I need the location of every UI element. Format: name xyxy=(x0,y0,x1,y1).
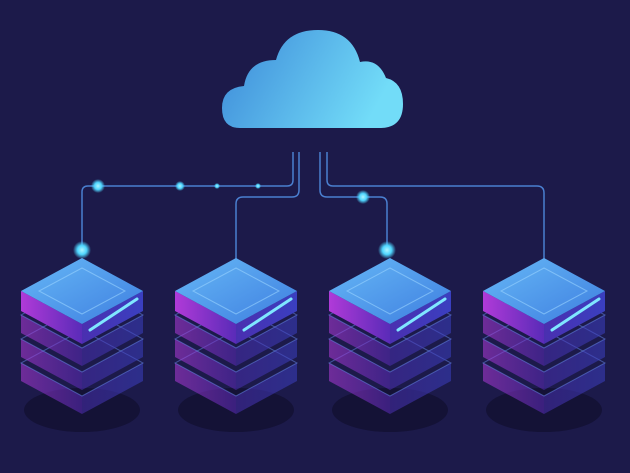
server-top-inset xyxy=(37,267,127,315)
server-slab xyxy=(175,315,236,366)
server-slab xyxy=(329,339,390,390)
server-slab xyxy=(483,339,544,390)
server-4 xyxy=(481,258,607,432)
node-glow xyxy=(175,181,185,191)
server-top xyxy=(21,258,143,324)
server-slab xyxy=(236,315,297,366)
connection-nodes xyxy=(73,179,396,259)
server-indicator xyxy=(550,297,601,332)
connection-lines xyxy=(81,150,545,262)
server-slab xyxy=(544,339,605,390)
server-slab xyxy=(82,315,143,366)
node-glow xyxy=(214,183,220,189)
line-server-4 xyxy=(326,150,545,262)
server-slab xyxy=(483,363,544,414)
server-slab xyxy=(329,363,390,414)
node-glow xyxy=(255,183,261,189)
server-3 xyxy=(327,258,453,432)
node-glow xyxy=(73,241,91,259)
server-top-inset xyxy=(191,267,281,315)
server-top xyxy=(175,258,297,324)
server-slab xyxy=(390,315,451,366)
server-side-left xyxy=(329,291,390,344)
server-indicator xyxy=(88,297,139,332)
server-slab xyxy=(544,315,605,366)
server-top xyxy=(329,258,451,324)
server-slab xyxy=(21,363,82,414)
line-server-3 xyxy=(319,150,388,250)
server-slab xyxy=(175,339,236,390)
node-glow xyxy=(378,241,396,259)
server-slab xyxy=(544,363,605,414)
server-slab xyxy=(390,363,451,414)
server-side-left xyxy=(483,291,544,344)
line-server-2 xyxy=(235,150,300,262)
line-server-1 xyxy=(81,150,294,250)
server-indicator xyxy=(242,297,293,332)
server-1 xyxy=(19,258,145,432)
server-side-left xyxy=(21,291,82,344)
server-slab xyxy=(329,315,390,366)
server-slab xyxy=(21,315,82,366)
server-indicator xyxy=(396,297,447,332)
server-slab xyxy=(21,339,82,390)
server-slab xyxy=(390,339,451,390)
node-glow xyxy=(91,179,105,193)
server-slab xyxy=(236,339,297,390)
server-top xyxy=(483,258,605,324)
server-slab xyxy=(236,363,297,414)
server-slab xyxy=(82,339,143,390)
server-slab xyxy=(483,315,544,366)
server-top-inset xyxy=(345,267,435,315)
cloud-icon xyxy=(222,30,403,152)
server-slab xyxy=(82,363,143,414)
server-2 xyxy=(173,258,299,432)
server-side-left xyxy=(175,291,236,344)
server-slab xyxy=(175,363,236,414)
server-top-inset xyxy=(499,267,589,315)
node-glow xyxy=(356,190,370,204)
